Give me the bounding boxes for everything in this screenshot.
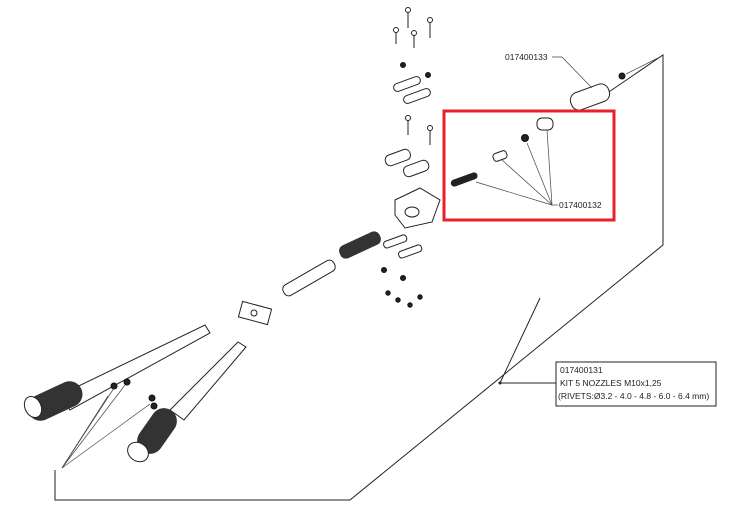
links-lower: [381, 234, 423, 308]
handle-right: [110, 341, 247, 463]
highlight-box: [442, 109, 616, 222]
screws-top: [384, 7, 433, 178]
kit-title: KIT 5 NOZZLES M10x1,25: [560, 378, 662, 388]
base-plane: [54, 54, 664, 501]
head-block: [394, 187, 441, 229]
kit-rivet-sizes: (RIVETS:Ø3.2 - 4.0 - 4.8 - 6.0 - 6.4 mm): [558, 391, 709, 401]
kit-label-box: [555, 361, 717, 407]
pivot-block: [237, 300, 273, 326]
part-number-017400132: 017400132: [559, 200, 602, 210]
nozzle-kit-017400132: [450, 117, 558, 206]
kit-code: 017400131: [560, 365, 603, 375]
leader-lines-handles: [61, 384, 151, 469]
nozzle-holder-017400133: [552, 56, 661, 111]
shaft: [282, 259, 336, 297]
kit-leader-line: [499, 297, 556, 384]
handle-left: [23, 324, 211, 421]
part-number-017400133: 017400133: [505, 52, 548, 62]
spring: [339, 231, 381, 259]
